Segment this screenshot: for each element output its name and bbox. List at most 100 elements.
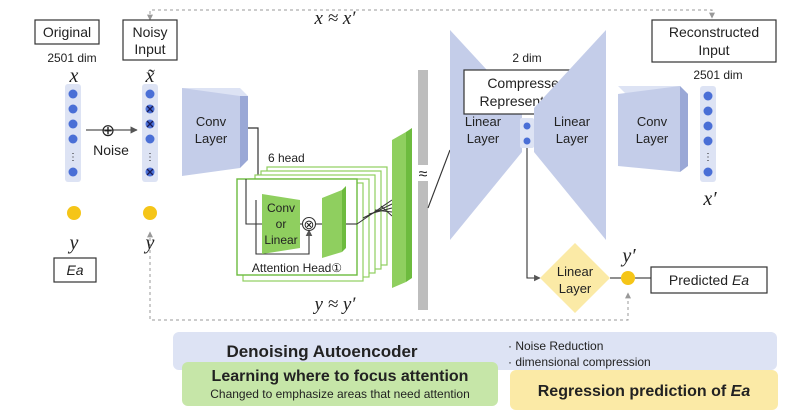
- conv-layer-1: Conv Layer: [182, 88, 248, 176]
- top-relation: x ≈ x′: [314, 8, 357, 29]
- encoder-line1: Linear: [465, 114, 502, 129]
- ea-box: [53, 257, 97, 283]
- node: [703, 106, 713, 116]
- regression-var: Ea: [731, 383, 751, 400]
- latent-node: [523, 137, 531, 145]
- node: [145, 134, 155, 144]
- dae-point-2: · dimensional compression: [508, 355, 651, 369]
- output-symbol: x′: [702, 188, 717, 210]
- latent-to-regressor-line: [526, 148, 541, 282]
- noisy-symbol: x̃: [145, 65, 155, 87]
- node: [703, 91, 713, 101]
- approx-symbol: ≈: [419, 166, 428, 183]
- block-line2: or: [276, 217, 287, 231]
- noisy-vector: [142, 84, 158, 182]
- original-target-node: [67, 206, 81, 220]
- bar-to-encoder-line: [427, 149, 451, 209]
- regression-legend-box: [510, 370, 778, 410]
- node: [703, 136, 713, 146]
- original-target-symbol: y: [68, 232, 79, 254]
- concat-bar-side: [406, 128, 412, 282]
- original-nodes: [68, 89, 78, 177]
- noisy-title-box: [122, 19, 178, 61]
- predicted-var: Ea: [732, 272, 749, 288]
- noisy-title-line2: Input: [134, 41, 165, 57]
- reconstructed-title-box: [651, 19, 777, 63]
- latent-vector: [520, 118, 534, 148]
- conv-layer-1-front: [182, 88, 240, 176]
- head-output-block: [322, 190, 342, 258]
- conv-layer-1-side: [240, 96, 248, 168]
- head-skip-line: [255, 200, 313, 255]
- reconstructed-title-line2: Input: [698, 42, 729, 58]
- attention-legend-sub: Changed to emphasize areas that need att…: [210, 387, 470, 401]
- reconstruction-loop-line: [147, 9, 715, 21]
- node: [703, 121, 713, 131]
- conv-layer-2-line1: Conv: [637, 114, 668, 129]
- latent-dim: 2 dim: [512, 51, 541, 65]
- predicted-box: [650, 266, 768, 294]
- reconstructed-title-line1: Reconstructed: [669, 24, 759, 40]
- conv-layer-2-line2: Layer: [636, 131, 669, 146]
- dae-legend-box: [173, 332, 777, 370]
- attention-legend-box: [182, 362, 498, 406]
- head-input-line: [245, 179, 262, 225]
- noise-label: Noise: [93, 142, 129, 158]
- noisy-target-node: [143, 206, 157, 220]
- dae-legend-title: Denoising Autoencoder: [226, 342, 417, 361]
- attention-legend-title: Learning where to focus attention: [212, 368, 469, 385]
- conv-layer-2: Conv Layer: [618, 86, 688, 172]
- prediction-node: [621, 271, 635, 285]
- block-line3: Linear: [264, 233, 297, 247]
- prediction-symbol: y′: [620, 245, 636, 267]
- conv-or-linear-block: [262, 194, 300, 254]
- node: [68, 89, 78, 99]
- flatten-bar: [418, 70, 428, 310]
- node: [703, 167, 713, 177]
- output-nodes: [703, 91, 713, 177]
- node: [145, 89, 155, 99]
- dae-point-1: · Noise Reduction: [508, 339, 603, 353]
- conv-layer-2-side: [680, 86, 688, 172]
- concat-lines: [356, 199, 393, 225]
- bottom-relation: y ≈ y′: [313, 294, 357, 315]
- node: [68, 167, 78, 177]
- conv-to-attention-line: [248, 127, 259, 178]
- output-ellipsis: ⋮: [703, 152, 713, 163]
- multiply-symbol: ⊗: [304, 217, 315, 232]
- original-dim: 2501 dim: [47, 51, 96, 65]
- conv-layer-1-line2: Layer: [195, 131, 228, 146]
- decoder-line1: Linear: [554, 114, 591, 129]
- output-dim: 2501 dim: [693, 68, 742, 82]
- node: [68, 134, 78, 144]
- noisy-target-symbol: y: [144, 232, 155, 254]
- original-title-box: [34, 19, 100, 45]
- regressor-line1: Linear: [557, 264, 594, 279]
- node: [68, 119, 78, 129]
- noise-cross: [146, 105, 154, 176]
- original-title: Original: [43, 24, 91, 40]
- block-line1: Conv: [267, 201, 295, 215]
- regression-legend-title: Regression prediction of Ea: [538, 383, 751, 400]
- noisy-ellipsis: ⋮: [145, 152, 155, 163]
- latent-line1: Compressed: [487, 75, 566, 91]
- noisy-nodes: [145, 89, 155, 177]
- node: [68, 104, 78, 114]
- noisy-title-line1: Noisy: [132, 24, 167, 40]
- conv-layer-2-front: [618, 86, 680, 172]
- conv-layer-1-line1: Conv: [196, 114, 227, 129]
- latent-node: [523, 122, 531, 130]
- decoder-linear: [534, 30, 606, 240]
- decoder-line2: Layer: [556, 131, 589, 146]
- heads-label: 6 head: [268, 151, 305, 165]
- original-vector: [65, 84, 81, 182]
- regressor-diamond: [540, 243, 610, 313]
- original-symbol: x: [69, 65, 79, 87]
- encoder-line2: Layer: [467, 131, 500, 146]
- attention-stack: 6 head Conv or Linear ⊗ Attention Head①: [236, 151, 388, 282]
- predicted-label: Predicted Ea: [669, 272, 749, 288]
- regressor-line2: Layer: [559, 281, 592, 296]
- original-ellipsis: ⋮: [68, 152, 78, 163]
